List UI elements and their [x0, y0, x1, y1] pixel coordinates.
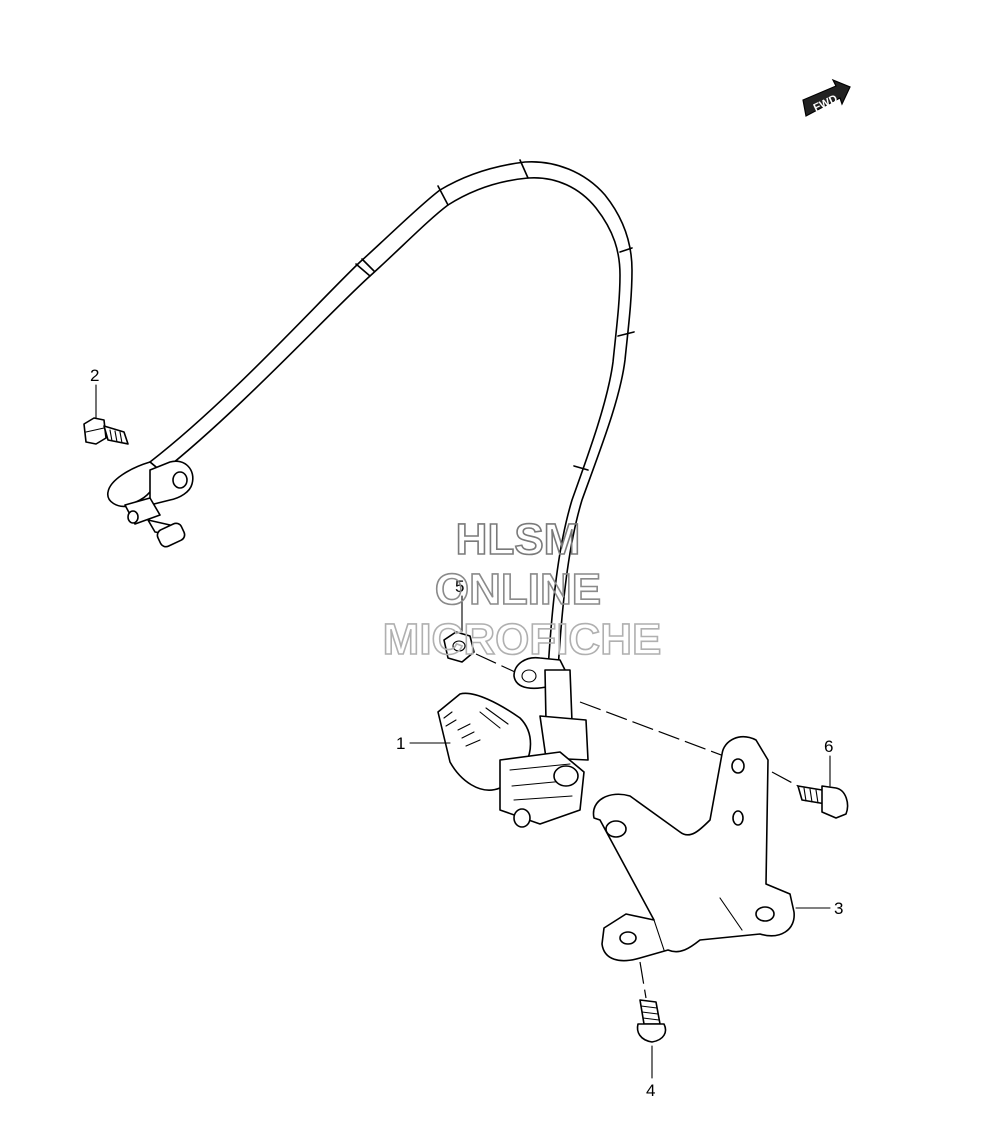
callout-6: 6	[824, 737, 833, 756]
dash-line-4	[639, 961, 647, 999]
switch-connector	[513, 656, 589, 761]
callout-3: 3	[834, 899, 843, 918]
callout-1: 1	[396, 734, 405, 753]
dash-line-1	[579, 701, 741, 763]
watermark-line-2: ONLINE	[435, 565, 601, 614]
callout-2: 2	[90, 366, 99, 385]
dash-line-6	[771, 771, 799, 787]
sensor-bracket	[107, 460, 194, 548]
watermark: HLSM ONLINE MICROFICHE	[382, 514, 662, 665]
watermark-line-3: MICROFICHE	[383, 615, 662, 664]
callout-4: 4	[646, 1081, 655, 1100]
fwd-arrow-icon: FWD	[802, 78, 851, 117]
bolt-part-6	[797, 785, 849, 819]
nut-part-5	[443, 631, 475, 663]
callout-5: 5	[455, 577, 464, 596]
bracket-part-3	[592, 736, 795, 962]
bolt-part-2	[83, 417, 129, 445]
switch-part-1	[437, 692, 585, 828]
screw-part-4	[636, 999, 667, 1043]
switch-cable	[149, 159, 635, 671]
watermark-line-1: HLSM	[456, 515, 581, 564]
dash-line-5	[475, 653, 516, 673]
